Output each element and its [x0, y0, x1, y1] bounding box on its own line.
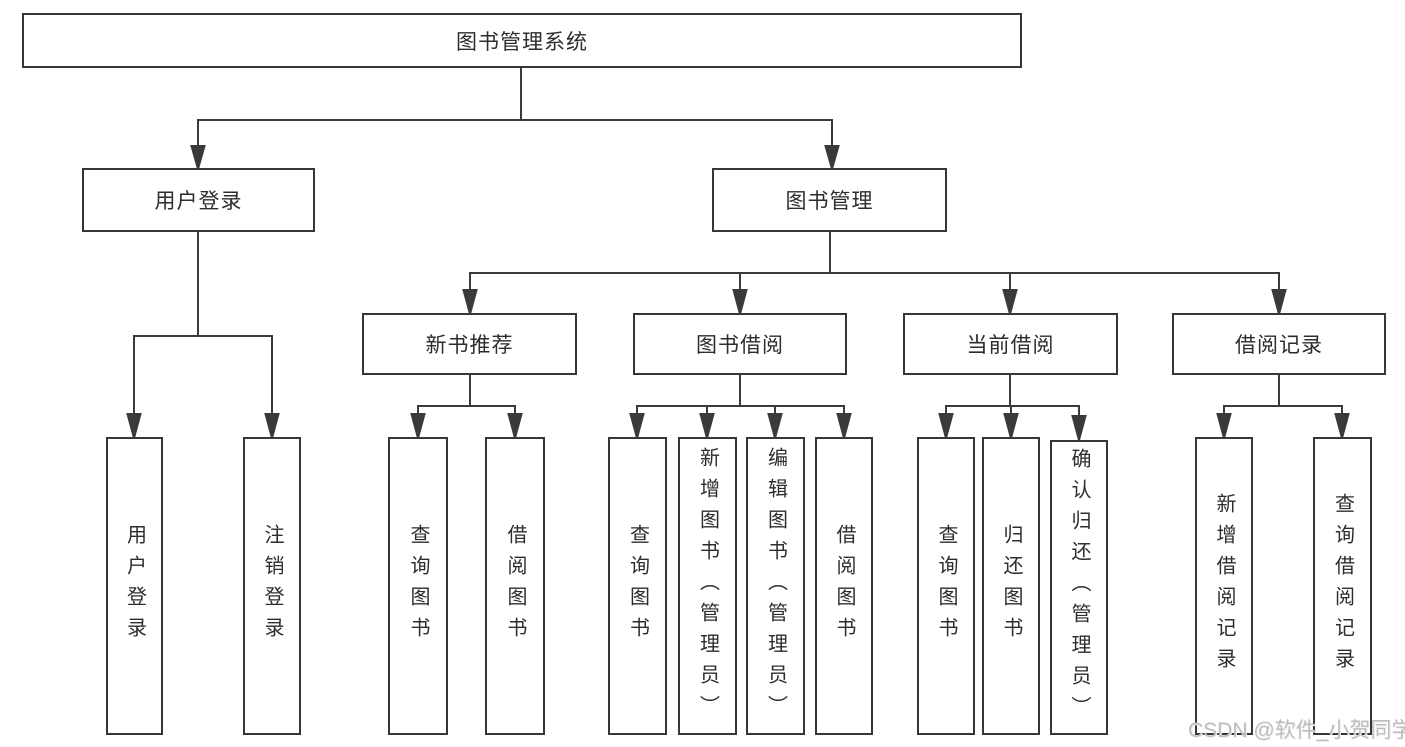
leaf-borrow-books-1-label: 借阅图书 — [504, 524, 526, 648]
leaf-add-books-admin-label: 新增图书（管理员） — [696, 446, 719, 726]
node-book-management: 图书管理 — [712, 168, 947, 232]
node-user-login-label: 用户登录 — [154, 190, 243, 213]
leaf-add-borrow-record-label: 新增借阅记录 — [1213, 493, 1235, 679]
leaf-user-login-label: 用户登录 — [123, 524, 146, 648]
leaf-query-books-1: 查询图书 — [388, 437, 448, 735]
leaf-logout-label: 注销登录 — [261, 524, 283, 648]
node-user-login: 用户登录 — [82, 168, 315, 232]
leaf-query-books-3: 查询图书 — [917, 437, 975, 735]
node-book-borrowing: 图书借阅 — [633, 313, 847, 375]
leaf-query-books-3-label: 查询图书 — [935, 524, 957, 648]
leaf-logout: 注销登录 — [243, 437, 301, 735]
node-book-management-label: 图书管理 — [785, 190, 874, 213]
leaf-add-borrow-record: 新增借阅记录 — [1195, 437, 1253, 735]
leaf-borrow-books-2-label: 借阅图书 — [833, 524, 855, 648]
leaf-confirm-return-admin-label: 确认归还（管理员） — [1068, 448, 1090, 727]
node-book-borrowing-label: 图书借阅 — [696, 334, 784, 357]
node-root-label: 图书管理系统 — [456, 30, 588, 54]
leaf-add-books-admin: 新增图书（管理员） — [678, 437, 737, 735]
leaf-edit-books-admin: 编辑图书（管理员） — [746, 437, 805, 735]
node-new-book-recommend-label: 新书推荐 — [425, 334, 514, 357]
leaf-user-login: 用户登录 — [106, 437, 163, 735]
node-new-book-recommend: 新书推荐 — [362, 313, 577, 375]
leaf-query-books-2-label: 查询图书 — [626, 524, 649, 648]
leaf-query-books-2: 查询图书 — [608, 437, 667, 735]
node-root: 图书管理系统 — [22, 13, 1022, 68]
leaf-edit-books-admin-label: 编辑图书（管理员） — [764, 446, 787, 726]
leaf-confirm-return-admin: 确认归还（管理员） — [1050, 440, 1108, 735]
leaf-borrow-books-2: 借阅图书 — [815, 437, 873, 735]
leaf-borrow-books-1: 借阅图书 — [485, 437, 545, 735]
leaf-query-borrow-record: 查询借阅记录 — [1313, 437, 1372, 735]
node-current-borrowing: 当前借阅 — [903, 313, 1118, 375]
node-borrow-records: 借阅记录 — [1172, 313, 1386, 375]
leaf-return-books-label: 归还图书 — [1000, 524, 1022, 648]
leaf-return-books: 归还图书 — [982, 437, 1040, 735]
leaf-query-borrow-record-label: 查询借阅记录 — [1331, 493, 1354, 679]
node-borrow-records-label: 借阅记录 — [1235, 334, 1323, 357]
node-current-borrowing-label: 当前借阅 — [966, 334, 1055, 357]
csdn-watermark: CSDN @软件_小贺同学 — [1188, 719, 1405, 742]
leaf-query-books-1-label: 查询图书 — [407, 524, 429, 648]
